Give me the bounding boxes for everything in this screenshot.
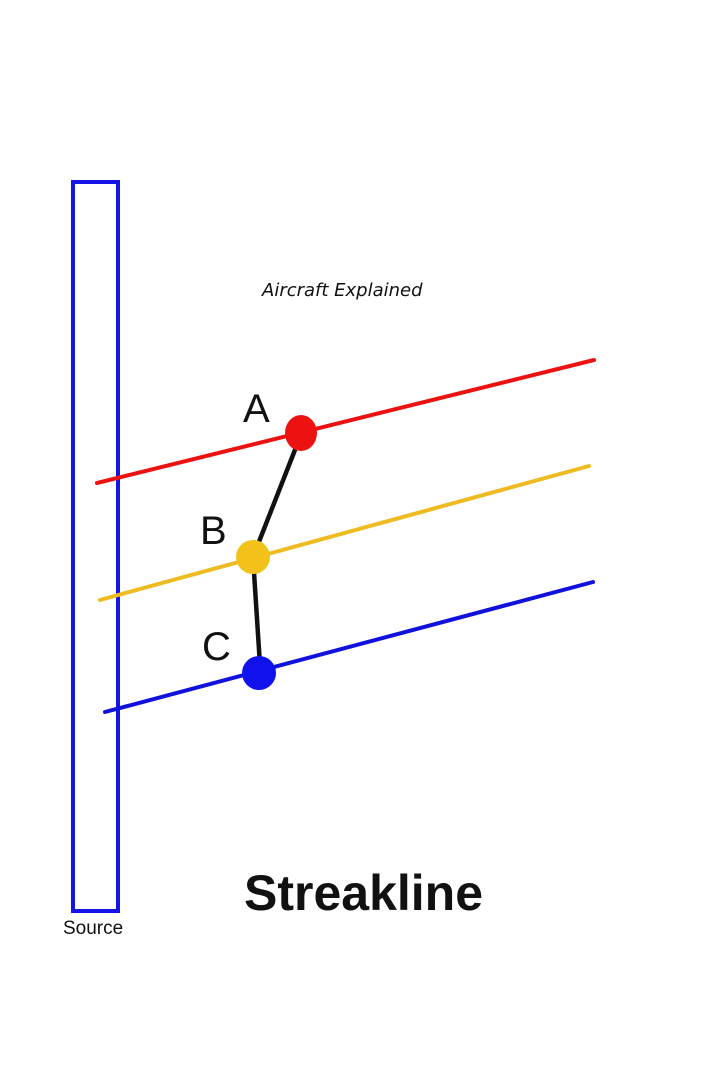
- yellow-pathline: [98, 464, 591, 602]
- source-rectangle: [71, 180, 120, 913]
- point-label-a: A: [243, 387, 270, 431]
- point-label-c: C: [202, 625, 231, 669]
- source-label: Source: [63, 918, 124, 939]
- diagram-title: Streakline: [244, 865, 484, 921]
- particle-b: [236, 540, 270, 574]
- point-label-b: B: [200, 509, 227, 553]
- particle-c: [242, 656, 276, 690]
- red-pathline: [95, 358, 596, 485]
- particle-a: [285, 415, 317, 451]
- watermark-text: Aircraft Explained: [262, 280, 423, 301]
- blue-pathline: [103, 580, 595, 714]
